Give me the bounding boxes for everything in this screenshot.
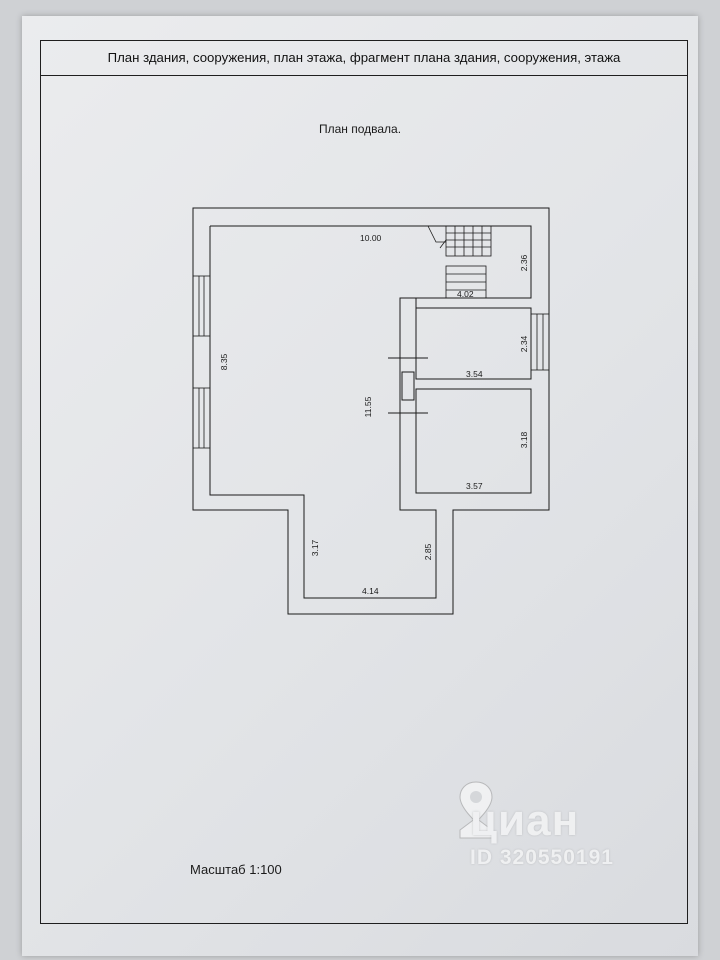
- room-b: [415, 388, 532, 494]
- header-bar: План здания, сооружения, план этажа, фра…: [40, 40, 688, 76]
- window-right: [530, 313, 550, 371]
- drawing-frame: [40, 40, 688, 924]
- dim-lower-left-height: 3.17: [310, 539, 320, 556]
- watermark-id: ID 320550191: [470, 846, 614, 869]
- plan-title: План подвала.: [318, 122, 402, 136]
- dim-room-a-width: 3.54: [466, 369, 483, 379]
- window-left-lower: [192, 387, 211, 449]
- dim-lower-right-height: 2.85: [423, 543, 433, 560]
- dim-room-b-width: 3.57: [466, 481, 483, 491]
- dim-left-height: 8.35: [219, 353, 229, 370]
- scale-label: Масштаб 1:100: [190, 862, 282, 877]
- dim-lower-width: 4.14: [362, 586, 379, 596]
- window-left-upper: [192, 275, 211, 337]
- dim-room-a-height: 2.34: [519, 335, 529, 352]
- cian-logo-icon: [459, 781, 493, 839]
- dim-stair-height: 2.36: [519, 254, 529, 271]
- header-title: План здания, сооружения, план этажа, фра…: [107, 50, 621, 65]
- dim-stair-width: 4.02: [457, 289, 474, 299]
- document-sheet: [22, 16, 698, 956]
- outer-wall: [192, 207, 550, 615]
- dim-top-width: 10.00: [360, 233, 382, 243]
- staircase: [427, 225, 492, 299]
- inner-wall-main: [209, 225, 532, 599]
- watermark: циан ID 320550191: [440, 778, 670, 874]
- watermark-brand: циан: [470, 796, 580, 845]
- dim-center-height: 11.55: [363, 396, 373, 417]
- dim-room-b-height: 3.18: [519, 431, 529, 448]
